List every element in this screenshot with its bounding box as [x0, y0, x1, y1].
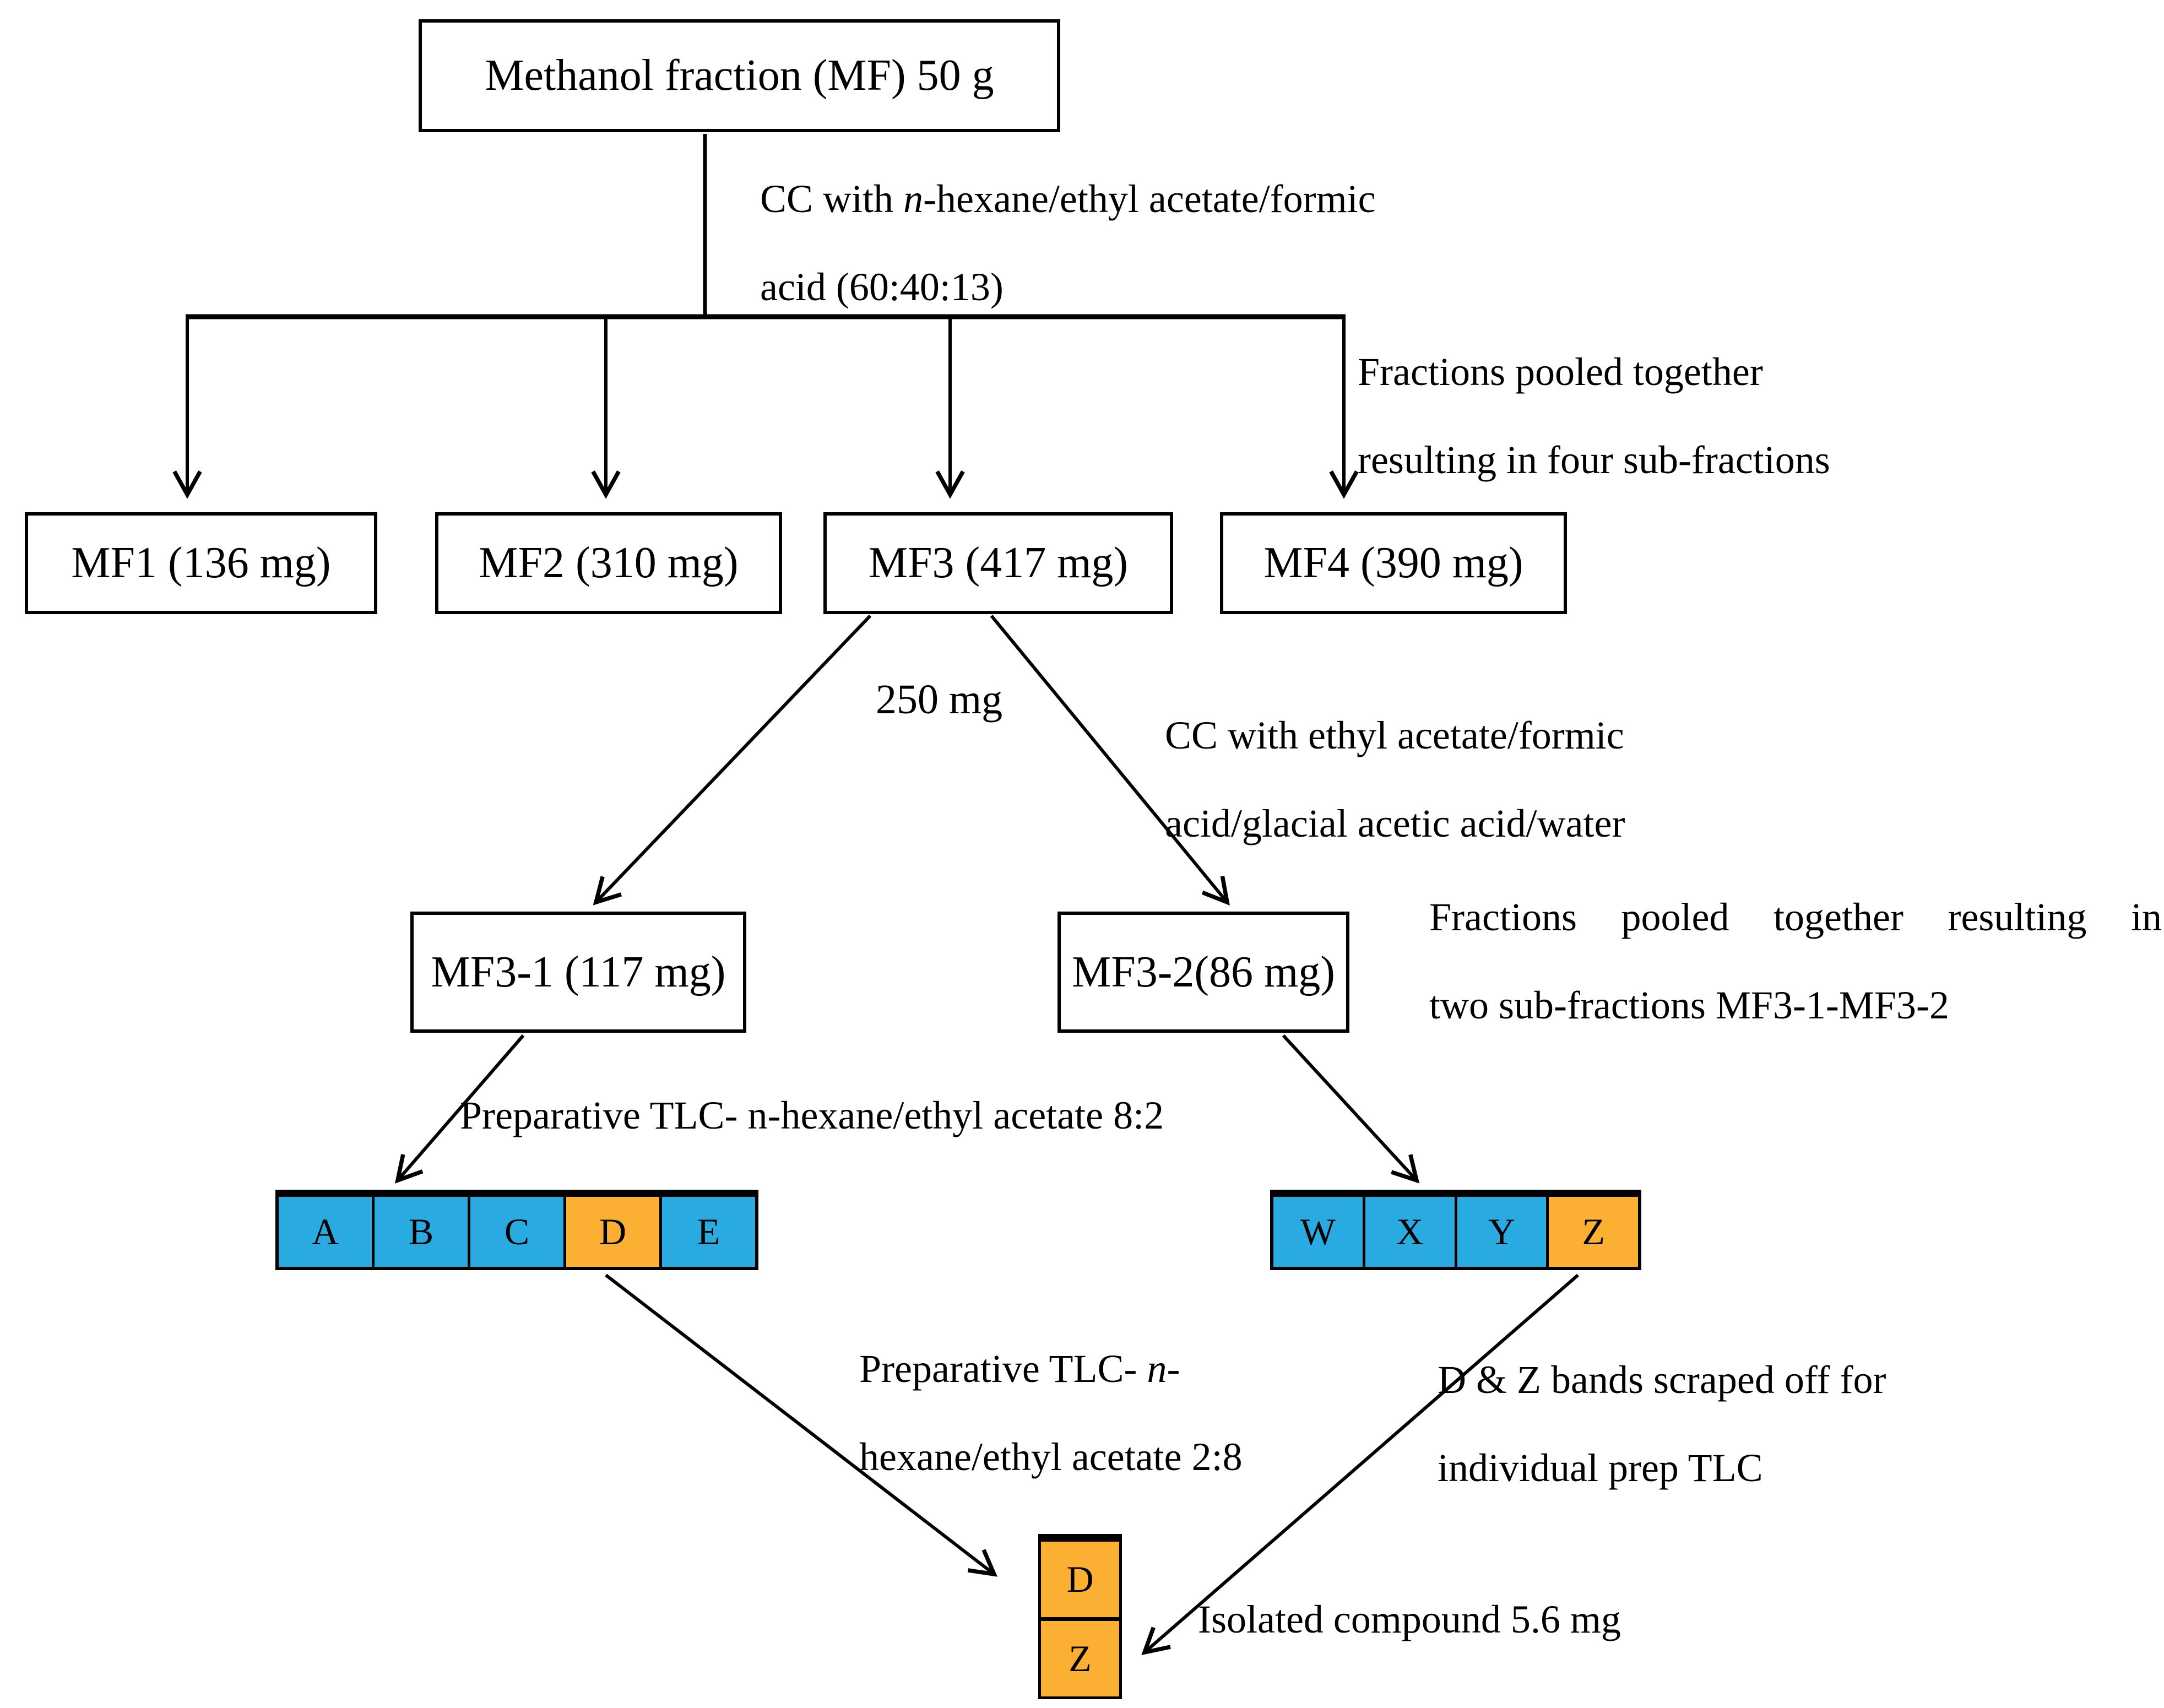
- label-dz-scraped: D & Z bands scraped off for individual p…: [1438, 1336, 1886, 1512]
- box-mf3-2-label: MF3-2(86 mg): [1072, 947, 1335, 996]
- label-cc-hexane-line2: acid (60:40:13): [760, 265, 1004, 309]
- label-pooled-two: Fractions pooled together resulting in t…: [1429, 873, 2162, 1049]
- band-b: B: [372, 1197, 468, 1267]
- band-y: Y: [1454, 1197, 1547, 1267]
- label-pooled-four-line2: resulting in four sub-fractions: [1358, 438, 1830, 482]
- label-pooled-two-line1: Fractions pooled together resulting in: [1429, 895, 2162, 939]
- box-mf3-label: MF3 (417 mg): [868, 539, 1129, 587]
- band-z: Z: [1546, 1197, 1638, 1267]
- italic-n: n: [903, 177, 924, 221]
- band-w: W: [1273, 1197, 1363, 1267]
- box-mf1: MF1 (136 mg): [25, 512, 377, 614]
- label-cc-ethyl-line1: CC with ethyl acetate/formic: [1165, 713, 1624, 757]
- label-prep-tlc-28: Preparative TLC- n- hexane/ethyl acetate…: [859, 1325, 1243, 1501]
- band-a: A: [279, 1197, 372, 1267]
- label-prep-tlc-28-line2: hexane/ethyl acetate 2:8: [859, 1435, 1243, 1479]
- label-cc-ethyl: CC with ethyl acetate/formic acid/glacia…: [1165, 691, 1625, 867]
- box-mf4-label: MF4 (390 mg): [1263, 539, 1523, 587]
- label-pooled-two-line2: two sub-fractions MF3-1-MF3-2: [1429, 983, 1949, 1027]
- arrow-band-z-to-final: [1141, 1273, 1579, 1656]
- box-mf2: MF2 (310 mg): [435, 512, 782, 614]
- band-d-final: D: [1041, 1542, 1119, 1617]
- box-mf1-label: MF1 (136 mg): [71, 539, 331, 587]
- label-prep-tlc-28-line1: Preparative TLC- n-: [859, 1347, 1180, 1391]
- arrow-mf3-2-to-right-strip: [1282, 1034, 1420, 1184]
- isolated-bands-box: D Z: [1038, 1534, 1122, 1699]
- label-cc-hexane-line1: CC with n-hexane/ethyl acetate/formic: [760, 177, 1376, 221]
- band-c: C: [468, 1197, 563, 1267]
- arrow-mf3-to-mf3-1: [593, 614, 872, 905]
- label-prep-tlc-82: Preparative TLC- n-hexane/ethyl acetate …: [460, 1093, 1164, 1137]
- band-x: X: [1362, 1197, 1455, 1267]
- label-cc-hexane: CC with n-hexane/ethyl acetate/formic ac…: [760, 155, 1376, 331]
- label-cc-ethyl-line2: acid/glacial acetic acid/water: [1165, 801, 1625, 845]
- box-mf2-label: MF2 (310 mg): [479, 539, 739, 587]
- label-pooled-four-line1: Fractions pooled together: [1358, 350, 1763, 394]
- box-mf3-1: MF3-1 (117 mg): [410, 912, 746, 1033]
- box-mf4: MF4 (390 mg): [1220, 512, 1567, 614]
- box-methanol-fraction: Methanol fraction (MF) 50 g: [419, 19, 1060, 132]
- label-250mg: 250 mg: [876, 676, 1003, 723]
- italic-n: n: [1147, 1347, 1167, 1391]
- tlc-strip-right: W X Y Z: [1270, 1190, 1641, 1270]
- band-z-final: Z: [1041, 1617, 1119, 1696]
- label-isolated-compound: Isolated compound 5.6 mg: [1198, 1597, 1621, 1641]
- band-d: D: [563, 1197, 659, 1267]
- label-dz-scraped-line2: individual prep TLC: [1438, 1446, 1763, 1490]
- tlc-strip-left: A B C D E: [275, 1190, 758, 1270]
- band-e: E: [659, 1197, 755, 1267]
- box-mf3: MF3 (417 mg): [823, 512, 1173, 614]
- arrow-mf3-1-to-left-strip: [394, 1034, 525, 1184]
- box-mf3-1-label: MF3-1 (117 mg): [431, 947, 726, 996]
- box-mf3-2: MF3-2(86 mg): [1057, 912, 1349, 1033]
- arrow-band-d-to-final: [605, 1273, 998, 1577]
- label-pooled-four: Fractions pooled together resulting in f…: [1358, 328, 1830, 504]
- arrow-mf3-to-mf3-2: [990, 615, 1230, 905]
- label-dz-scraped-line1: D & Z bands scraped off for: [1438, 1358, 1886, 1402]
- box-methanol-fraction-label: Methanol fraction (MF) 50 g: [485, 51, 994, 100]
